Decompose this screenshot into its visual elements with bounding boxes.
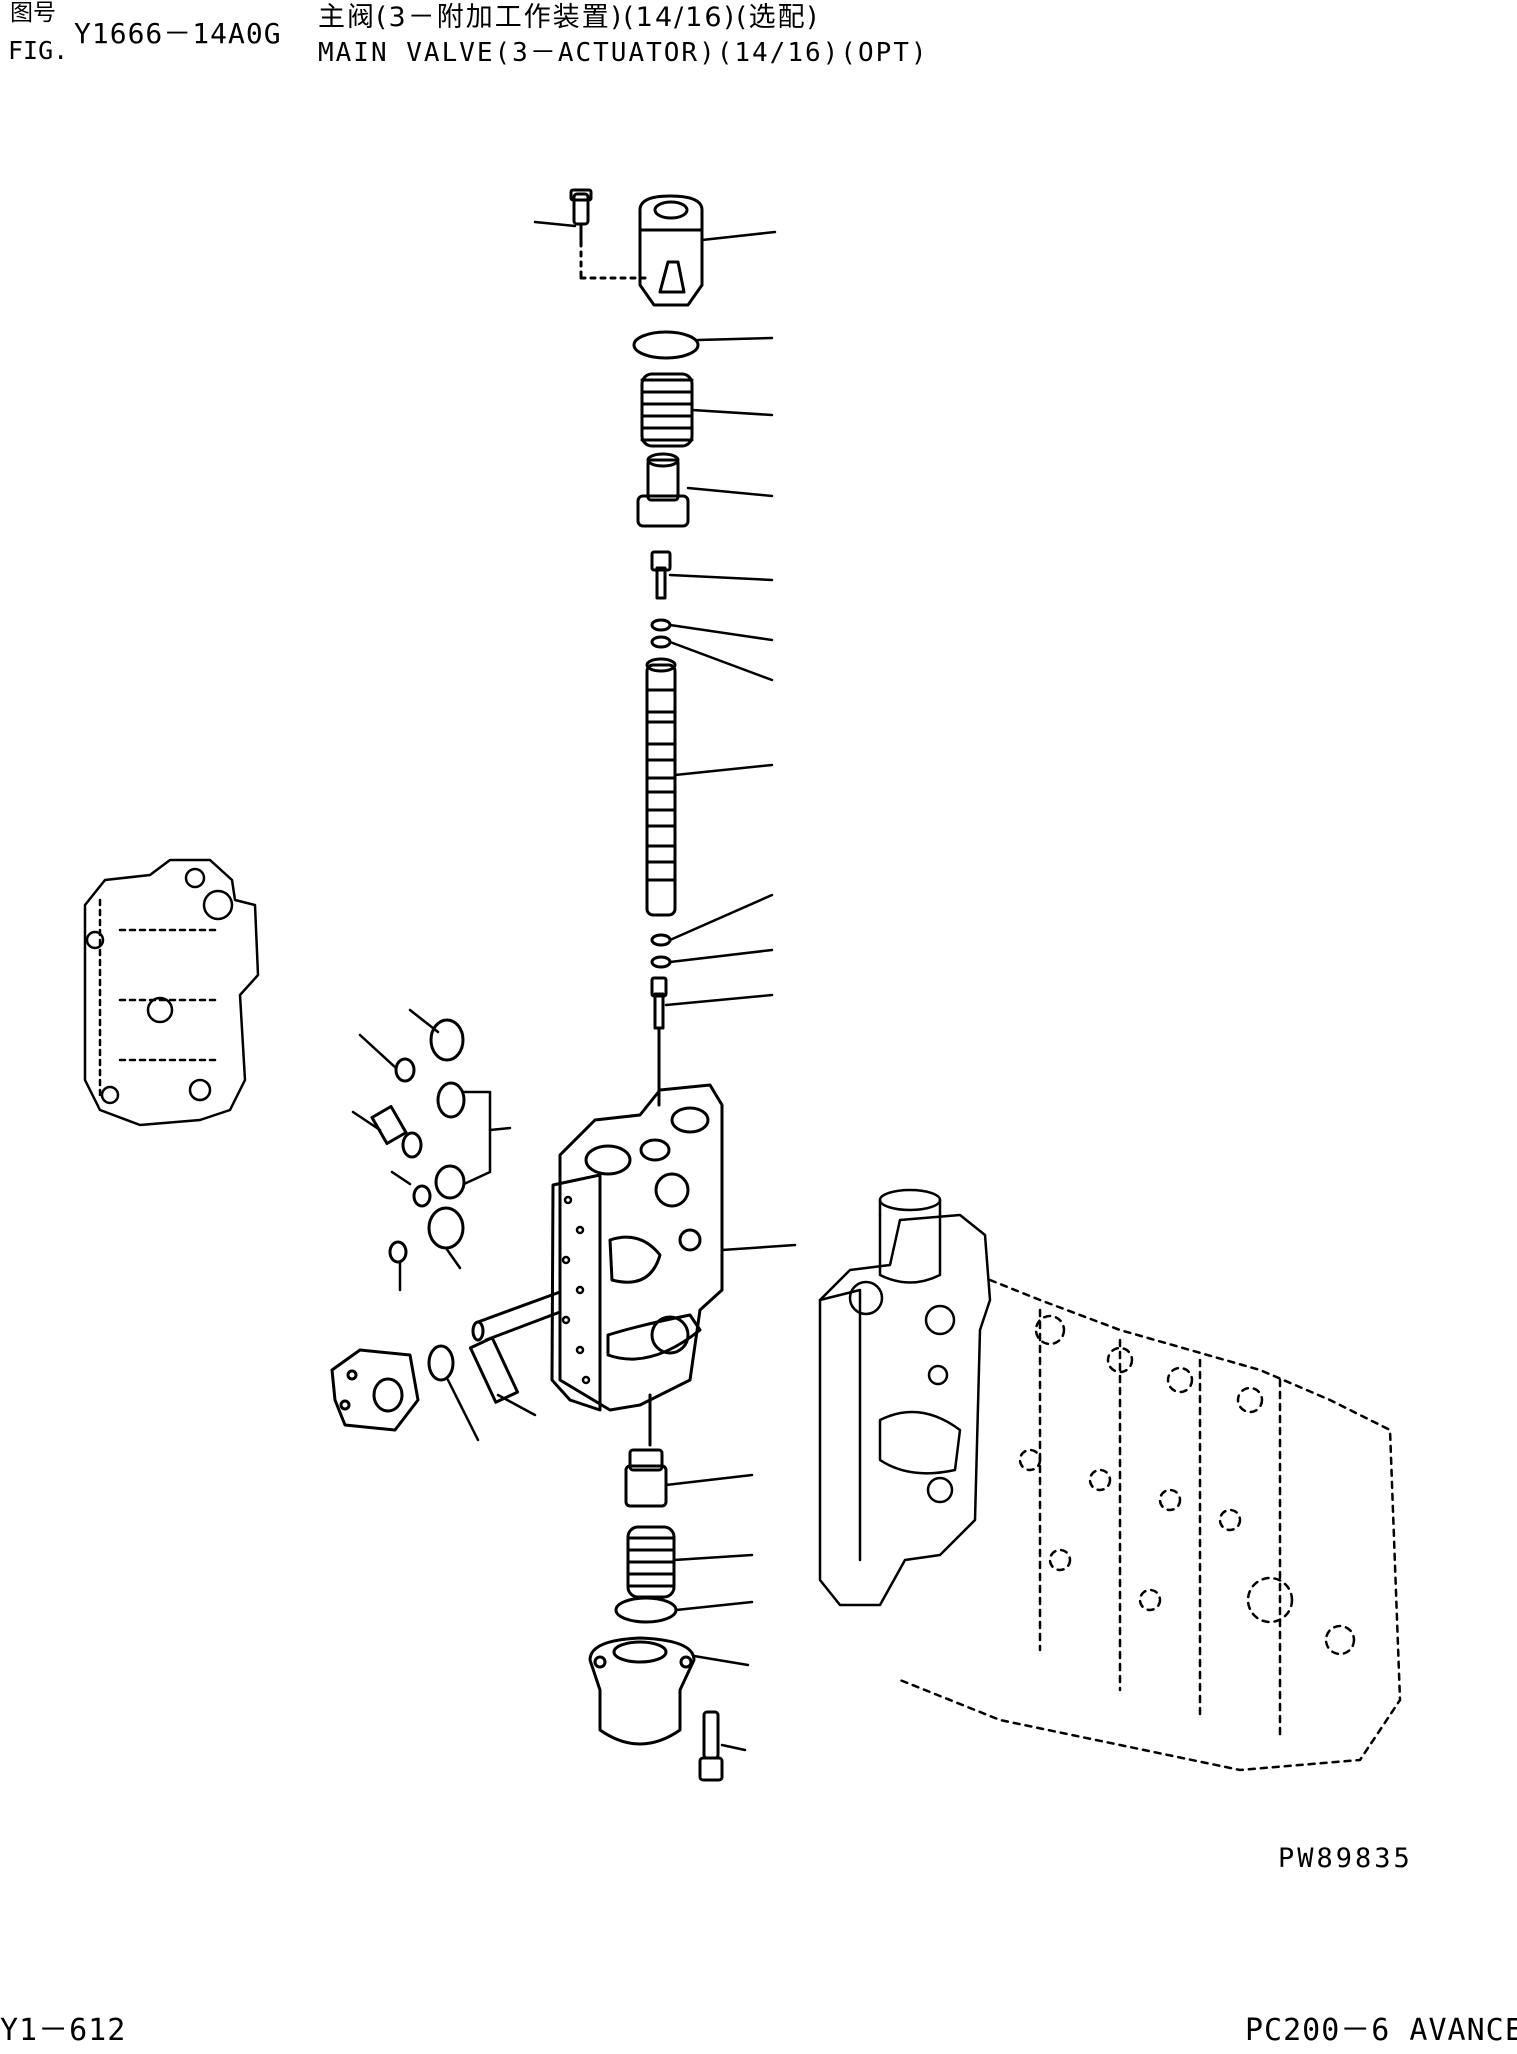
lower-stem — [624, 1393, 668, 1508]
title-english: MAIN VALVE(3－ACTUATOR)(14/16)(OPT) — [318, 38, 929, 68]
cap-bolt — [569, 188, 650, 280]
reference-view-assembly — [818, 1188, 1402, 1772]
o-ring — [632, 330, 700, 360]
title-chinese: 主阀(3－附加工作装置)(14/16)(选配) — [318, 2, 820, 33]
reference-view-left — [83, 858, 260, 1127]
spring-seat — [636, 452, 690, 528]
figure-label: FIG. — [8, 36, 69, 65]
page-number: Y1－612 — [0, 2013, 127, 2048]
drawing-code: PW89835 — [1278, 1843, 1413, 1874]
flange-block — [330, 1348, 420, 1432]
spool — [645, 657, 677, 917]
leader-lines — [351, 220, 797, 1752]
machine-model: PC200－6 AVANCE — [1245, 2013, 1517, 2048]
pin — [650, 976, 668, 1107]
valve-cap — [638, 194, 704, 307]
figure-label-chinese: 图号 — [10, 0, 56, 26]
lower-spring — [626, 1525, 676, 1599]
spring — [640, 372, 694, 448]
left-seals — [370, 1018, 520, 1404]
lower-cover — [588, 1636, 696, 1746]
lower-o-ring — [614, 1596, 678, 1624]
lower-o-rings — [650, 933, 672, 969]
plug — [650, 550, 672, 600]
small-o-rings — [650, 618, 672, 649]
valve-body — [471, 1083, 724, 1412]
figure-number: Y1666－14A0G — [74, 17, 282, 50]
lower-bolt — [698, 1710, 724, 1782]
